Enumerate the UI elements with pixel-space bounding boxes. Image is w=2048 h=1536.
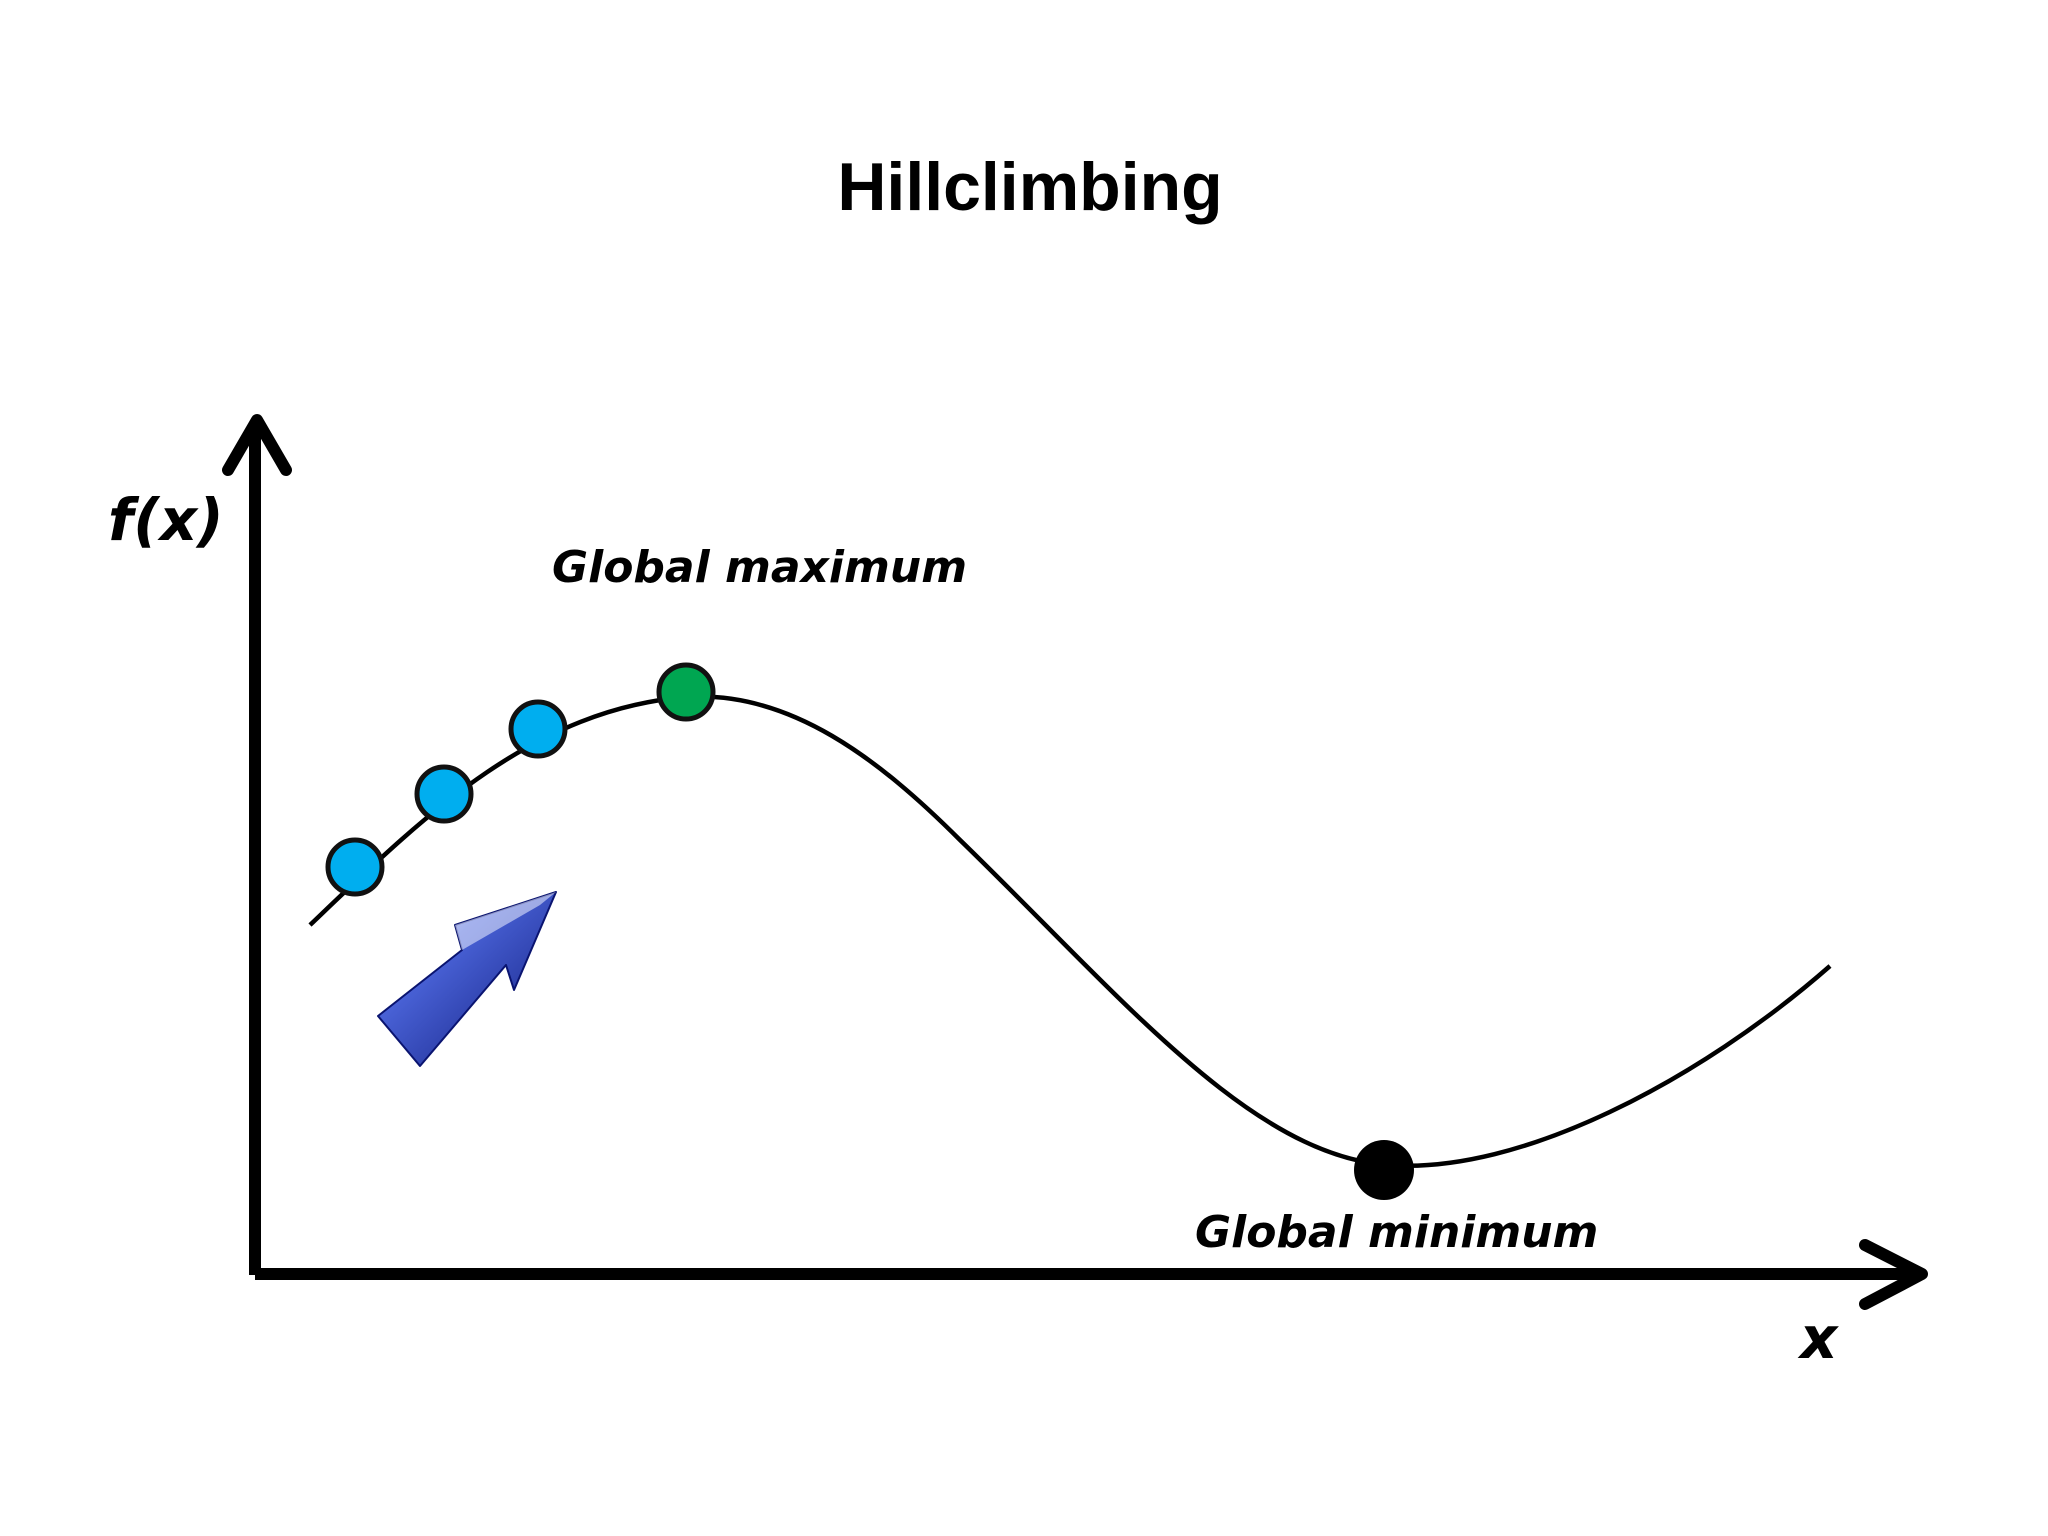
step-point [508, 699, 568, 759]
peak-point [656, 662, 716, 722]
x-axis-arrowhead-icon [1859, 1239, 1928, 1310]
axes [222, 414, 1928, 1310]
y-axis-arrowhead-icon [222, 414, 292, 476]
uphill-arrow-icon [377, 891, 557, 1067]
step-point [325, 837, 385, 897]
minimum-point [1354, 1140, 1414, 1200]
step-point [414, 764, 474, 824]
hillclimbing-steps [325, 662, 1414, 1200]
page-title: Hillclimbing [837, 149, 1222, 225]
x-axis-label: x [1797, 1304, 1839, 1372]
y-axis-label: f(x) [108, 486, 224, 554]
global-maximum-label: Global maximum [552, 542, 967, 593]
global-minimum-label: Global minimum [1195, 1207, 1598, 1258]
